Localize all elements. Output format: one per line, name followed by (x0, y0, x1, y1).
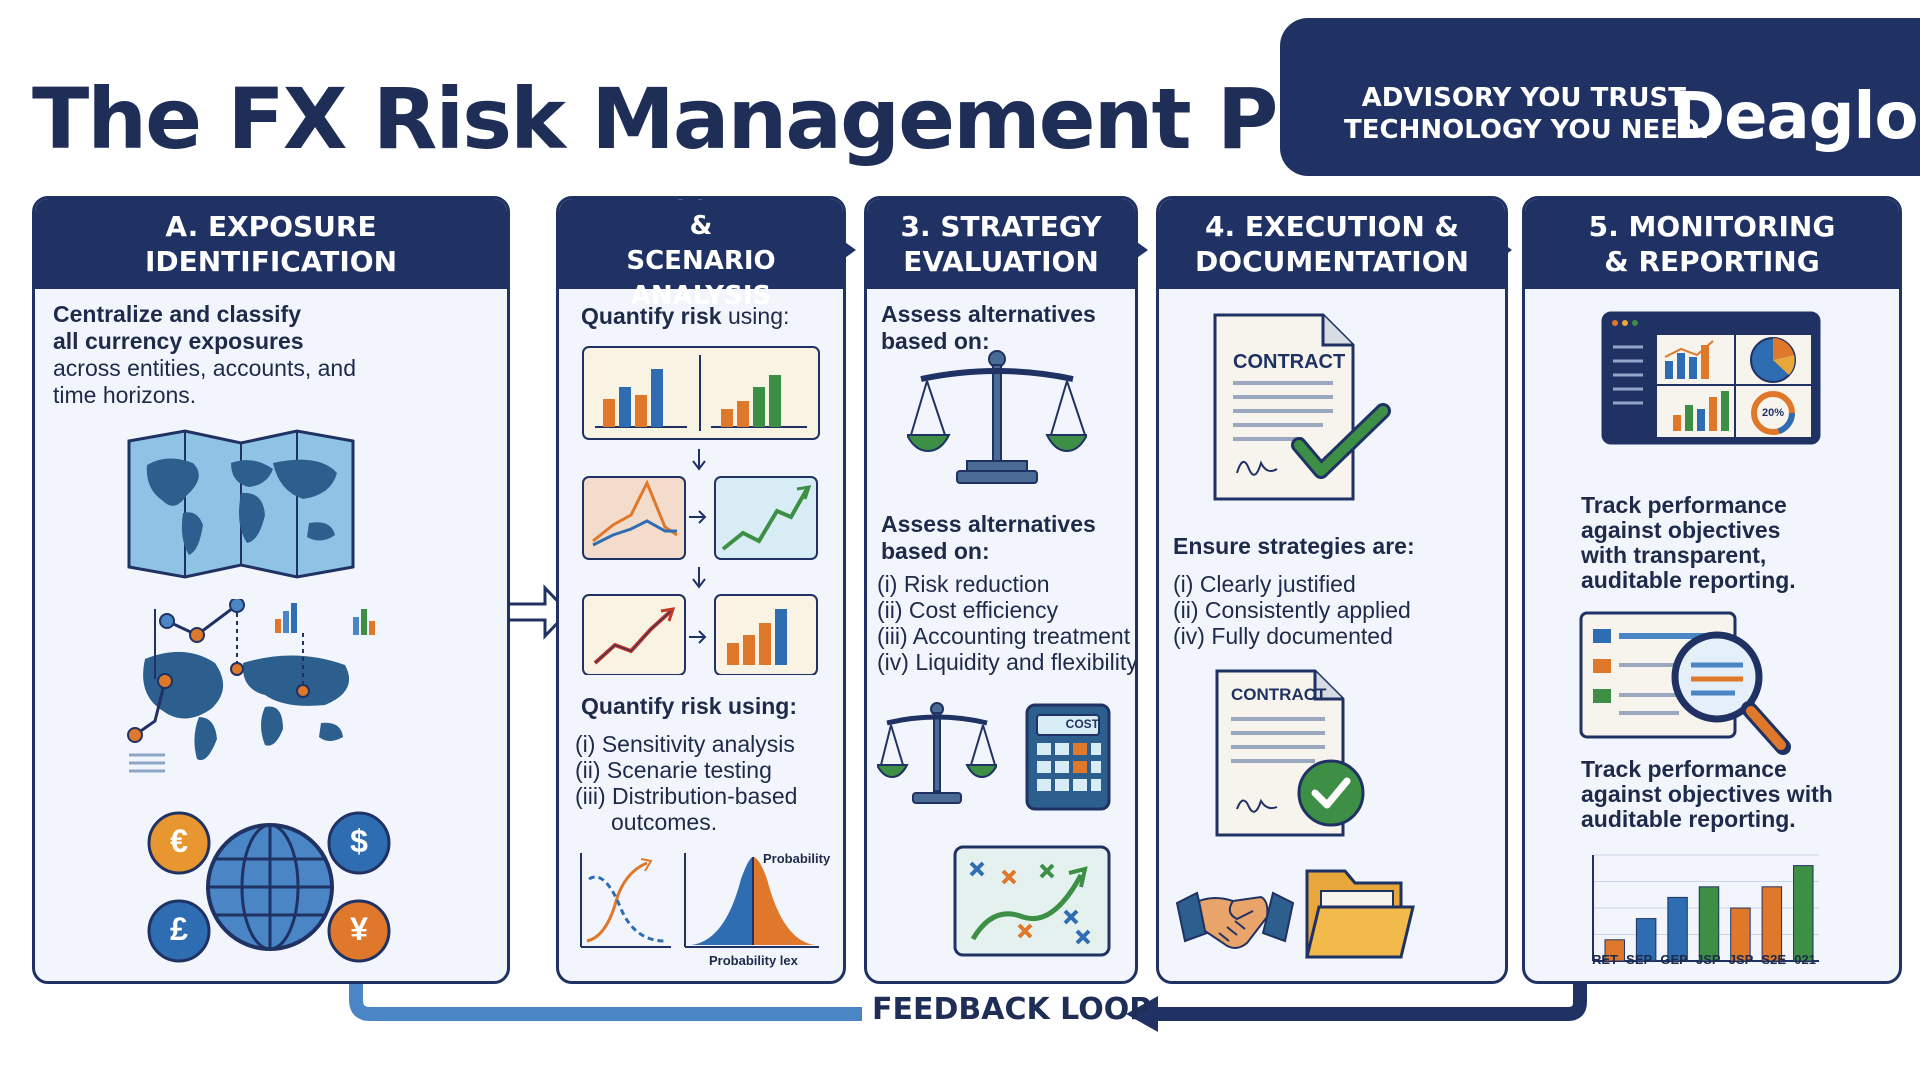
contract-icon: CONTRACT (1213, 313, 1403, 501)
gauge-label: 20% (1761, 407, 1785, 419)
panel-1-intro: Quantify risk using: (581, 303, 790, 329)
panel-3-item-1: (i) Risk reduction (877, 571, 1050, 597)
chart-bar (1698, 886, 1720, 962)
panel-a-heading: A. EXPOSURE IDENTIFICATION (35, 199, 507, 289)
yen-icon: ¥ (350, 911, 368, 947)
euro-icon: € (170, 823, 188, 859)
panel-3-item-3: (iii) Accounting treatment (877, 623, 1131, 649)
scales-small-icon (877, 702, 997, 804)
panel-exposure-identification: A. EXPOSURE IDENTIFICATION Centralize an… (32, 196, 510, 984)
panel-1-list: (i) Sensitivity analysis (ii) Scenarie t… (575, 731, 797, 835)
panel-1-list-title: Quantify risk using: (581, 693, 797, 719)
panel-3-heading: 3. STRATEGY EVALUATION (867, 199, 1135, 289)
panel-3-item-4: (iv) Liquidity and flexibility (877, 649, 1138, 675)
contract-label: CONTRACT (1233, 351, 1346, 373)
panel-4-list-title: Ensure strategies are: (1173, 533, 1415, 559)
panel-monitoring-reporting: 5. MONITORING & REPORTING (1522, 196, 1902, 984)
chart-x-label: S2E (1761, 952, 1787, 967)
panel-a-lead-text: across entities, accounts, and time hori… (53, 355, 356, 408)
panel-4-item-2: (ii) Consistently applied (1173, 597, 1411, 623)
chart-x-label: JSP (1696, 952, 1721, 967)
folder-icon (1305, 869, 1415, 959)
panel-4-list: (i) Clearly justified (ii) Consistently … (1173, 571, 1411, 649)
panel-4-heading: 4. EXECUTION & DOCUMENTATION (1159, 199, 1505, 289)
report-magnifier-icon (1579, 611, 1791, 755)
chart-x-label: SEP (1626, 952, 1653, 967)
contract-small-label: CONTRACT (1231, 685, 1327, 704)
brand-tagline: ADVISORY YOU TRUST. TECHNOLOGY YOU NEED. (1344, 83, 1710, 145)
chart-bar (1761, 886, 1783, 962)
scales-icon (907, 350, 1087, 484)
feedback-loop-label: FEEDBACK LOOP (872, 992, 1152, 1027)
distribution-charts-icon (580, 853, 819, 948)
network-map-icon (127, 599, 375, 773)
chart-bar (1667, 896, 1688, 962)
chart-bar (1635, 918, 1657, 962)
panel-1-heading: 1. MEASUREMENT & SCENARIO ANALYSIS (559, 199, 843, 311)
calculator-label: COST (1065, 717, 1099, 731)
calculator-icon: COST (1025, 703, 1111, 811)
panel-3-list-title: Assess alternatives based on: (881, 511, 1096, 564)
chart-bar (1604, 939, 1625, 962)
brand-banner: ADVISORY YOU TRUST. TECHNOLOGY YOU NEED.… (1280, 18, 1920, 176)
pound-icon: £ (170, 911, 188, 947)
panel-execution-documentation: 4. EXECUTION & DOCUMENTATION CONTRACT En… (1156, 196, 1508, 984)
panel-4-item-1: (i) Clearly justified (1173, 571, 1356, 597)
handshake-icon (1175, 891, 1295, 949)
chart-x-label: GEP (1660, 952, 1688, 967)
panel-measurement-scenario: 1. MEASUREMENT & SCENARIO ANALYSIS Quant… (556, 196, 846, 984)
dashboard-icon: 20% (1601, 311, 1821, 445)
contract-approved-icon: CONTRACT (1215, 669, 1365, 837)
chart-x-labels: RET SEP GEP JSP JSP S2E 021 (1592, 952, 1816, 967)
panel-1-item-3: (iii) Distribution-based (575, 783, 798, 809)
chart-bar (1730, 907, 1751, 962)
panel-3-intro: Assess alternatives based on: (881, 301, 1096, 354)
panel-1-item-1: (i) Sensitivity analysis (575, 731, 795, 757)
chart-bar (1793, 865, 1814, 962)
distribution-axis-label: Probability lex (709, 953, 798, 968)
chart-x-label: 021 (1794, 952, 1816, 967)
panel-5-heading: 5. MONITORING & REPORTING (1525, 199, 1899, 289)
panel-1-item-2: (ii) Scenarie testing (575, 757, 772, 783)
panel-4-item-3: (iv) Fully documented (1173, 623, 1393, 649)
chart-x-label: RET (1592, 952, 1618, 967)
panel-5-text-2: Track performance against objectives wit… (1581, 756, 1833, 832)
strategy-board-icon (953, 845, 1111, 957)
panel-3-list: (i) Risk reduction (ii) Cost efficiency … (877, 571, 1138, 675)
currency-globe-icon: € $ £ ¥ (145, 807, 395, 967)
panel-1-item-4: outcomes. (611, 809, 718, 835)
chart-x-label: JSP (1728, 952, 1754, 967)
panel-5-text-1: Track performance against objectives wit… (1581, 492, 1796, 593)
panel-a-lead-bold: Centralize and classify all currency exp… (53, 301, 304, 354)
panel-3-item-2: (ii) Cost efficiency (877, 597, 1059, 623)
brand-logo[interactable]: Deaglo (1672, 80, 1918, 154)
world-map-icon (127, 429, 355, 579)
scenario-charts-icon (582, 346, 820, 675)
dollar-icon: $ (350, 823, 368, 859)
panel-strategy-evaluation: 3. STRATEGY EVALUATION Assess alternativ… (864, 196, 1138, 984)
performance-bar-chart (1592, 854, 1819, 962)
distribution-prob-label: Probability (763, 851, 831, 866)
